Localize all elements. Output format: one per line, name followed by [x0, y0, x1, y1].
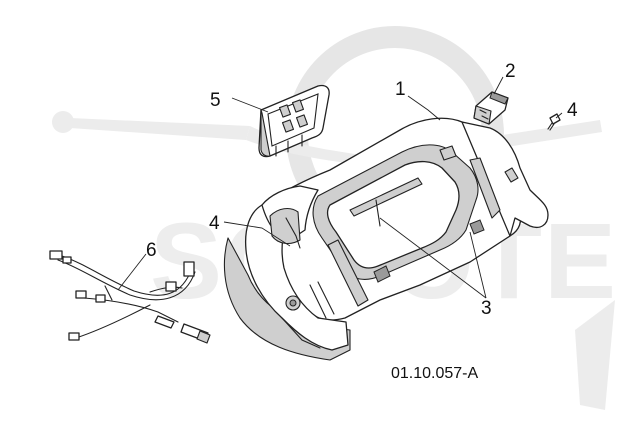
- housing-left-channel: [327, 239, 369, 307]
- housing-clip: [373, 265, 391, 283]
- leader-4-left: [223, 221, 291, 247]
- harness-fuse-cap: [196, 330, 211, 344]
- leader-3a: [379, 217, 487, 299]
- housing-right-channel: [469, 157, 501, 219]
- harness-connector-d: [95, 294, 106, 303]
- leader-4-right: [555, 112, 563, 119]
- drawing-code: 01.10.057-A: [391, 365, 479, 382]
- housing-front-ribs: [309, 281, 335, 319]
- panel-pins: [275, 134, 303, 157]
- harness-connector-b: [183, 261, 195, 277]
- harness-connector-a2: [62, 256, 72, 264]
- callout-labels: 1 2 3 4 4 5 6: [146, 61, 578, 319]
- harness-connector-a: [49, 250, 63, 260]
- panel-slot-a: [278, 104, 292, 118]
- housing-lower-lip: [281, 317, 321, 349]
- housing-top-slot: [349, 177, 423, 217]
- leader-2: [493, 76, 504, 95]
- leader-lines: [117, 76, 563, 299]
- callout-2: 2: [505, 61, 516, 82]
- watermark-dot-left: [52, 111, 74, 133]
- callout-5: 5: [210, 90, 221, 111]
- harness-connector-e: [68, 332, 80, 341]
- bracket-top: [489, 91, 509, 105]
- leader-5: [231, 97, 269, 113]
- housing-recess-floor: [326, 160, 460, 269]
- leader-1: [407, 95, 441, 121]
- harness-branch-low: [83, 297, 179, 323]
- callout-1: 1: [395, 79, 406, 100]
- panel-inner-frame: [267, 93, 319, 147]
- harness-branch-stub: [104, 285, 113, 301]
- housing-top-tab: [439, 145, 457, 161]
- housing-slot-pin: [375, 199, 381, 227]
- harness-connector-f: [165, 281, 177, 292]
- panel-outer: [258, 84, 330, 158]
- panel-slot-d: [295, 114, 309, 128]
- housing-horn-screw-post: [285, 217, 301, 249]
- harness-main-run-b: [61, 255, 193, 296]
- harness-branch-left: [75, 304, 151, 339]
- screw-thread: [547, 122, 555, 131]
- callout-3: 3: [481, 298, 492, 319]
- bracket-ribs: [479, 109, 489, 120]
- harness-main-run: [57, 259, 196, 301]
- harness-fuse-holder: [154, 315, 175, 329]
- bracket-face: [473, 105, 492, 125]
- part-2-bracket: [473, 91, 509, 125]
- part-1-main-housing: [223, 117, 549, 361]
- part-5-panel-cover: [258, 84, 330, 158]
- callout-4-left: 4: [209, 213, 220, 234]
- panel-edge: [260, 109, 271, 157]
- watermark-swoosh-left: [70, 118, 250, 140]
- harness-connector-c: [75, 290, 87, 299]
- leader-3b: [469, 231, 487, 299]
- callout-6: 6: [146, 240, 157, 261]
- leader-6: [117, 253, 147, 291]
- housing-horn-cavity: [269, 207, 301, 245]
- part-6-wiring-harness: [49, 250, 211, 344]
- housing-right-wing: [461, 121, 549, 237]
- housing-right-tab: [504, 167, 519, 183]
- panel-slot-b: [291, 99, 305, 113]
- panel-slot-c: [281, 119, 295, 133]
- housing-knob-inner: [289, 299, 297, 307]
- housing-front-fender: [244, 204, 349, 351]
- callout-4-right: 4: [567, 100, 578, 121]
- watermark-slash: [575, 300, 615, 410]
- housing-clip-right: [469, 219, 485, 235]
